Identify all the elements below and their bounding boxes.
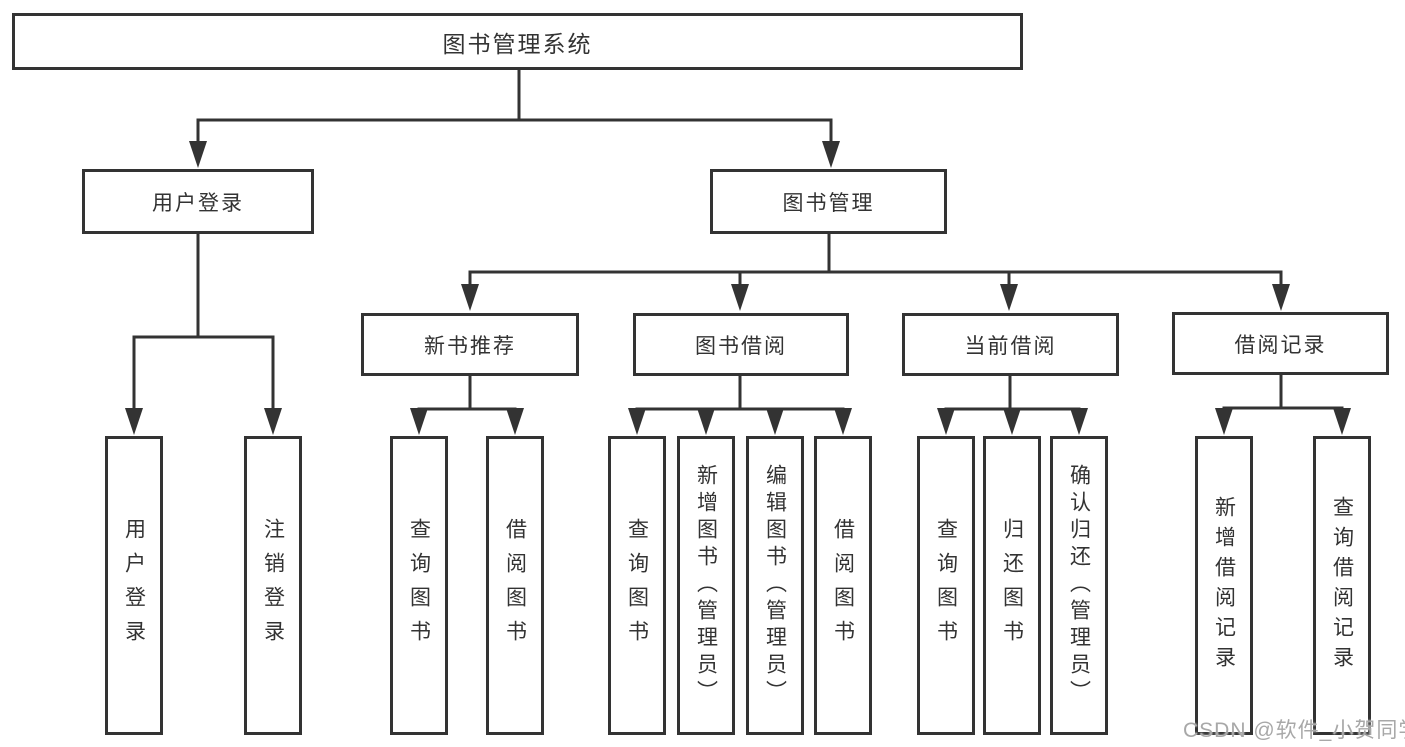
leaf-label: 借阅图书: [831, 517, 855, 654]
leaf-current-query-books: 查询图书: [917, 436, 975, 735]
node-label: 借阅记录: [1234, 333, 1327, 357]
node-label: 图书管理系统: [442, 30, 593, 57]
leaf-label: 注销登录: [261, 517, 285, 654]
node-label: 图书管理: [782, 191, 875, 215]
leaf-label: 查询图书: [407, 517, 431, 654]
leaf-label: 新增图书（管理员）: [694, 464, 718, 707]
arrowheads: [125, 141, 1351, 435]
leaf-label: 编辑图书（管理员）: [763, 464, 787, 707]
leaf-borrow-edit-books-admin: 编辑图书（管理员）: [746, 436, 804, 735]
node-label: 当前借阅: [964, 334, 1057, 358]
node-label: 图书借阅: [695, 334, 787, 358]
leaf-borrow-query-books: 查询图书: [608, 436, 666, 735]
node-label: 新书推荐: [424, 334, 516, 358]
leaf-recommend-query-books: 查询图书: [390, 436, 448, 735]
leaf-logout: 注销登录: [244, 436, 302, 735]
node-library-system: 图书管理系统: [12, 13, 1023, 70]
leaf-current-return-books: 归还图书: [983, 436, 1041, 735]
leaf-label: 确认归还（管理员）: [1067, 464, 1091, 707]
node-label: 用户登录: [152, 191, 244, 215]
node-book-borrow: 图书借阅: [633, 313, 849, 376]
leaf-label: 查询图书: [934, 517, 958, 654]
leaf-label: 用户登录: [122, 517, 146, 654]
leaf-borrow-borrow-books: 借阅图书: [814, 436, 872, 735]
leaf-user-login: 用户登录: [105, 436, 163, 735]
leaf-label: 查询借阅记录: [1330, 495, 1354, 676]
leaf-records-query-borrow-record: 查询借阅记录: [1313, 436, 1371, 735]
leaf-current-confirm-return-admin: 确认归还（管理员）: [1050, 436, 1108, 735]
node-book-management: 图书管理: [710, 169, 947, 234]
leaf-records-add-borrow-record: 新增借阅记录: [1195, 436, 1253, 735]
leaf-recommend-borrow-books: 借阅图书: [486, 436, 544, 735]
leaf-borrow-add-books-admin: 新增图书（管理员）: [677, 436, 735, 735]
leaf-label: 查询图书: [625, 517, 649, 654]
leaf-label: 借阅图书: [503, 517, 527, 654]
leaf-label: 归还图书: [1000, 517, 1024, 654]
csdn-watermark: CSDN @软件_小贺同学: [1183, 719, 1405, 742]
node-current-borrow: 当前借阅: [902, 313, 1119, 376]
node-user-login: 用户登录: [82, 169, 314, 234]
node-borrow-records: 借阅记录: [1172, 312, 1389, 375]
node-new-book-recommend: 新书推荐: [361, 313, 579, 376]
leaf-label: 新增借阅记录: [1212, 495, 1236, 676]
